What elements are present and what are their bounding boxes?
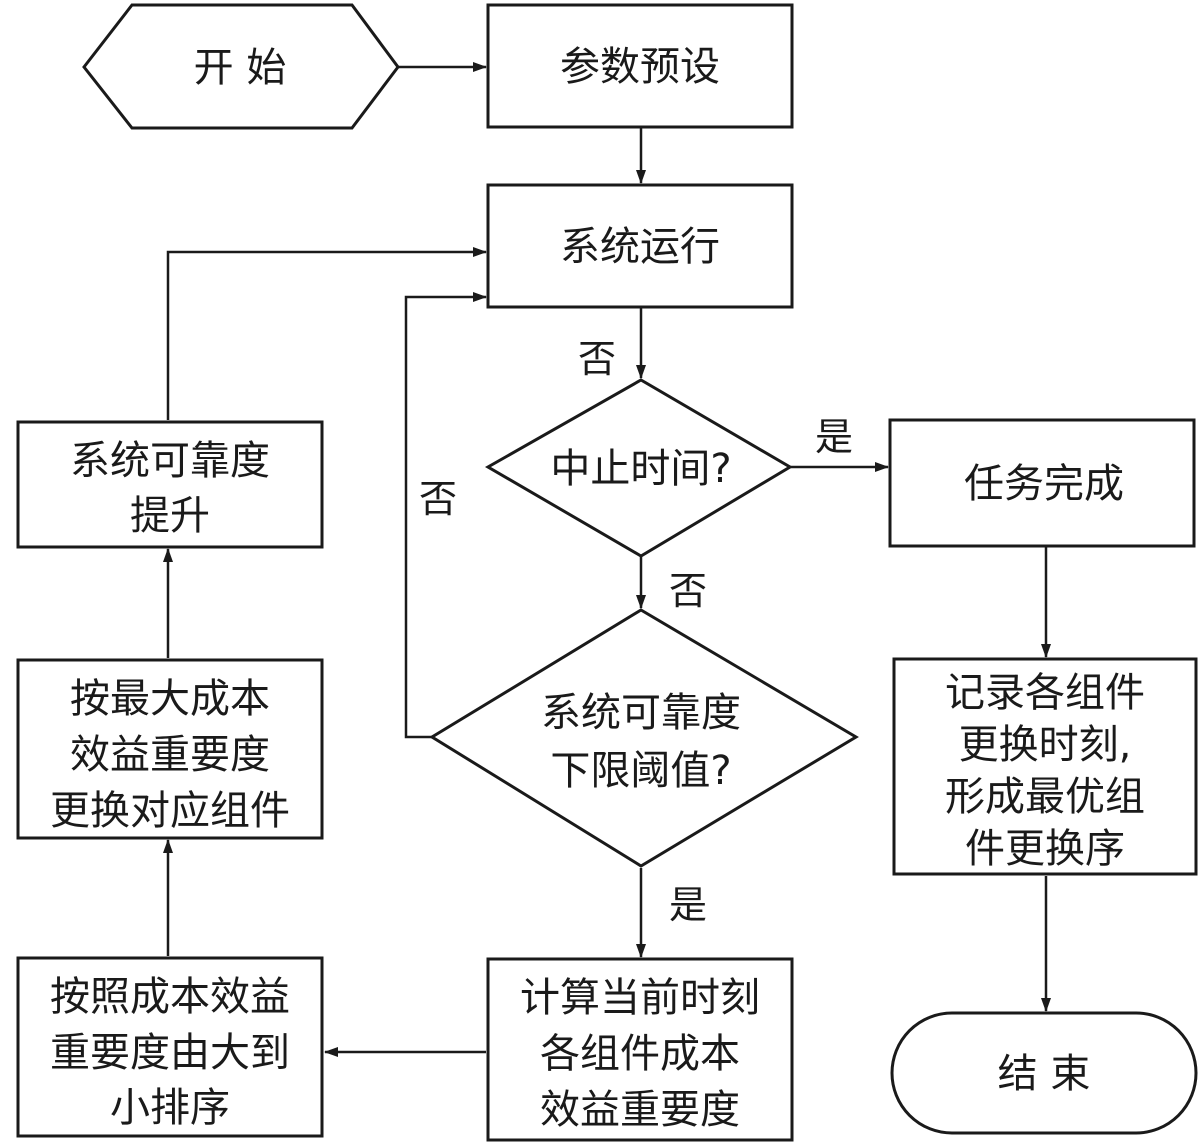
run-node: 系统运行 [486,183,794,309]
end-node-label: 结 束 [998,1051,1091,1097]
sort-node-label-3: 小排序 [110,1085,230,1131]
stop-check-node-label: 中止时间? [550,446,731,492]
improve-node-label-2: 提升 [130,493,210,539]
end-node: 结 束 [890,1011,1198,1135]
improve-node: 系统可靠度 提升 [16,420,324,549]
edge-threshold-no-to-run [404,292,487,739]
replace-node-label-2: 效益重要度 [70,732,270,778]
record-node-label-2: 更换时刻, [959,722,1132,768]
edge-improve-to-run [166,247,487,420]
edge-label-threshold-no: 否 [419,477,457,521]
task-done-node: 任务完成 [888,418,1196,548]
compute-node-label-1: 计算当前时刻 [520,975,760,1021]
replace-node-label-1: 按最大成本 [70,676,270,722]
compute-node: 计算当前时刻 各组件成本 效益重要度 [486,957,794,1142]
record-node: 记录各组件 更换时刻, 形成最优组 件更换序 [892,657,1198,876]
preset-node-label: 参数预设 [560,44,720,90]
record-node-label-3: 形成最优组 [945,774,1145,820]
sort-node: 按照成本效益 重要度由大到 小排序 [16,956,324,1138]
record-node-label-1: 记录各组件 [945,670,1145,716]
task-done-node-label: 任务完成 [964,461,1124,507]
threshold-check-node-label-1: 系统可靠度 [541,690,741,736]
replace-node-label-3: 更换对应组件 [50,788,290,834]
replace-node: 按最大成本 效益重要度 更换对应组件 [16,658,324,840]
sort-node-label-2: 重要度由大到 [50,1030,290,1076]
preset-node: 参数预设 [486,3,794,129]
threshold-check-node: 系统可靠度 下限阈值? [429,608,859,868]
stop-check-node: 中止时间? [484,378,793,558]
threshold-check-node-label-2: 下限阈值? [550,748,731,794]
start-node-label: 开 始 [194,45,287,91]
start-node: 开 始 [82,3,400,130]
improve-node-label-1: 系统可靠度 [70,438,270,484]
compute-node-label-3: 效益重要度 [540,1087,740,1133]
run-node-label: 系统运行 [560,224,720,270]
edge-label-stop-no: 否 [669,569,707,613]
sort-node-label-1: 按照成本效益 [50,974,290,1020]
edge-label-threshold-yes: 是 [669,883,707,927]
record-node-label-4: 件更换序 [965,826,1125,872]
edge-label-run-to-stop: 否 [578,337,616,381]
compute-node-label-2: 各组件成本 [540,1031,740,1077]
edge-label-stop-yes: 是 [815,415,853,459]
